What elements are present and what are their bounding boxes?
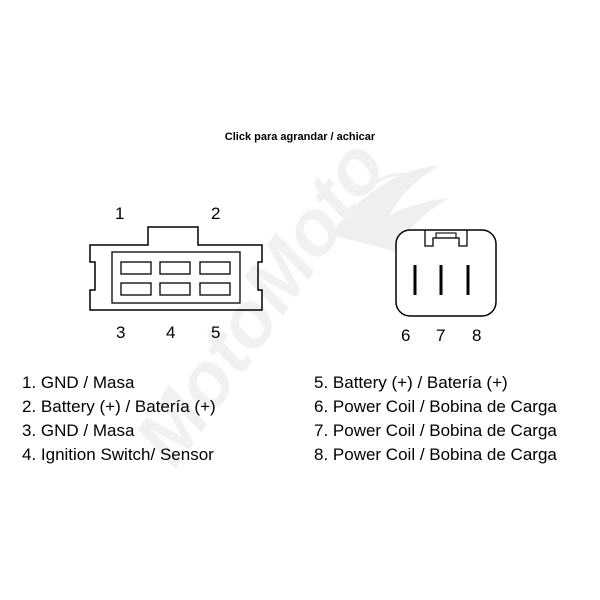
legend-item-4: 4. Ignition Switch/ Sensor — [22, 445, 214, 464]
pin-slot — [120, 261, 152, 275]
pin-label-3: 3 — [116, 323, 125, 342]
legend-item-2: 2. Battery (+) / Batería (+) — [22, 397, 216, 416]
pin-label-2: 2 — [211, 204, 220, 223]
pin-slot — [120, 282, 152, 296]
pin-label-1: 1 — [115, 204, 124, 223]
legend-item-5: 5. Battery (+) / Batería (+) — [314, 373, 508, 392]
connector-right: 6 7 8 — [395, 229, 497, 345]
pin-label-5: 5 — [211, 323, 220, 342]
connector-left-inner-frame — [111, 251, 241, 304]
legend-right: 5. Battery (+) / Batería (+) 6. Power Co… — [314, 371, 557, 467]
pin-slot — [159, 261, 191, 275]
pin-slot — [159, 282, 191, 296]
click-to-zoom-caption[interactable]: Click para agrandar / achicar — [224, 131, 376, 143]
pin-slot — [199, 261, 231, 275]
connector-right-housing — [395, 229, 497, 317]
pin-label-8: 8 — [472, 326, 481, 345]
pin-label-7: 7 — [436, 326, 445, 345]
legend-item-7: 7. Power Coil / Bobina de Carga — [314, 421, 557, 440]
legend-left: 1. GND / Masa 2. Battery (+) / Batería (… — [22, 371, 216, 467]
pin-label-4: 4 — [166, 323, 175, 342]
legend-item-8: 8. Power Coil / Bobina de Carga — [314, 445, 557, 464]
connector-left-housing — [89, 226, 263, 311]
pin-slot — [199, 282, 231, 296]
legend-item-3: 3. GND / Masa — [22, 421, 135, 440]
connector-left: 1 2 3 4 5 — [89, 204, 263, 342]
pin-label-6: 6 — [401, 326, 410, 345]
connector-right-latch-tab — [435, 232, 457, 239]
legend-item-1: 1. GND / Masa — [22, 373, 135, 392]
legend-item-6: 6. Power Coil / Bobina de Carga — [314, 397, 557, 416]
